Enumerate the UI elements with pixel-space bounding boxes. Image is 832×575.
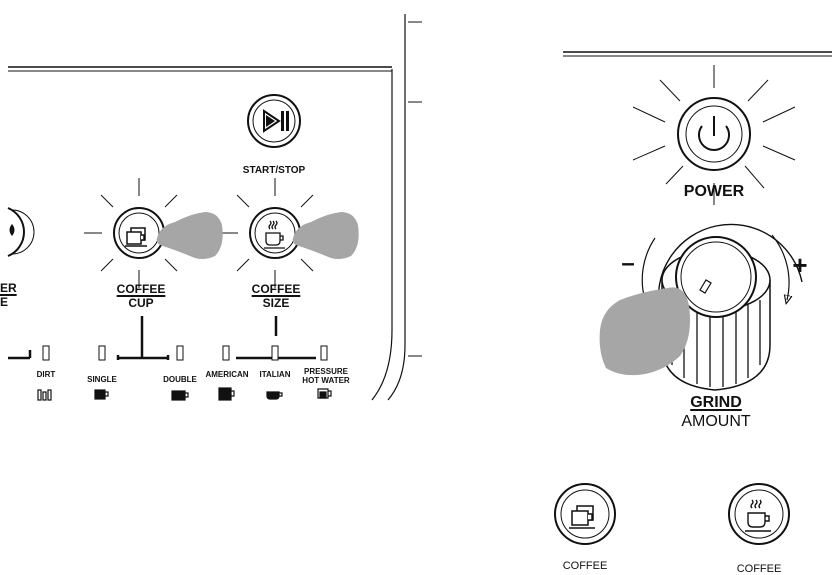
start-stop-button[interactable] [247, 94, 301, 148]
power-button[interactable] [632, 65, 796, 205]
legend-coffee-cup-caption: COFFEE [562, 560, 608, 572]
italian-cup-icon [266, 391, 283, 400]
partial-left-label-line2: E [0, 295, 9, 309]
hot-water-icon [317, 388, 332, 399]
pressure-label-line1: PRESSURE [303, 367, 348, 376]
coffee-cup-button[interactable] [84, 178, 194, 288]
grind-minus-sign: – [621, 250, 635, 277]
control-panel-outline [8, 14, 422, 401]
hand-pressing-coffee-size [292, 212, 359, 259]
double-label: DOUBLE [163, 375, 197, 384]
glow-rays [632, 65, 796, 205]
coffee-cup-label-line1: COFFEE [116, 282, 166, 296]
dial-pointer-icon [699, 279, 712, 294]
legend-coffee-size-caption: COFFEE [736, 563, 782, 575]
pressure-label-line2: HOT WATER [302, 376, 350, 385]
legend-coffee-cup-icon [554, 483, 616, 545]
start-stop-label: START/STOP [242, 165, 306, 176]
pressure-hot-water-led [320, 345, 328, 361]
legend-coffee-size-icon [728, 483, 790, 545]
american-label: AMERICAN [205, 370, 249, 379]
indicator-icons [37, 387, 332, 401]
dirt-led [42, 345, 50, 361]
italian-label: ITALIAN [259, 370, 291, 379]
american-led [222, 345, 230, 361]
double-led [176, 345, 184, 361]
dirt-icon [37, 389, 52, 401]
indicator-connectors [8, 316, 316, 360]
right-panel-outline [563, 51, 832, 57]
double-cup-icon [125, 227, 147, 247]
indicator-leds [42, 345, 328, 361]
grind-label-line2: AMOUNT [681, 413, 751, 430]
italian-led [271, 345, 279, 361]
partial-left-label-line1: ER [0, 281, 17, 295]
grind-plus-sign: + [792, 250, 808, 280]
steaming-cup-icon [264, 220, 285, 249]
coffee-size-label-line2: SIZE [262, 296, 290, 310]
power-icon [698, 116, 730, 151]
play-pause-icon [263, 109, 289, 133]
coffee-cup-label-line2: CUP [128, 296, 154, 310]
single-led [98, 345, 106, 361]
single-label: SINGLE [87, 375, 117, 384]
double-cup-small-icon [171, 390, 189, 401]
american-cup-icon [218, 387, 235, 401]
hand-turning-dial [599, 287, 690, 376]
single-cup-icon [94, 389, 109, 400]
coffee-size-label-line1: COFFEE [251, 282, 301, 296]
hand-pressing-coffee-cup [156, 212, 223, 259]
drop-icon [9, 224, 15, 236]
partial-left-button[interactable] [7, 207, 35, 257]
power-label: POWER [683, 183, 745, 200]
dirt-label: DIRT [36, 370, 56, 379]
grind-label-line1: GRIND [690, 394, 742, 411]
